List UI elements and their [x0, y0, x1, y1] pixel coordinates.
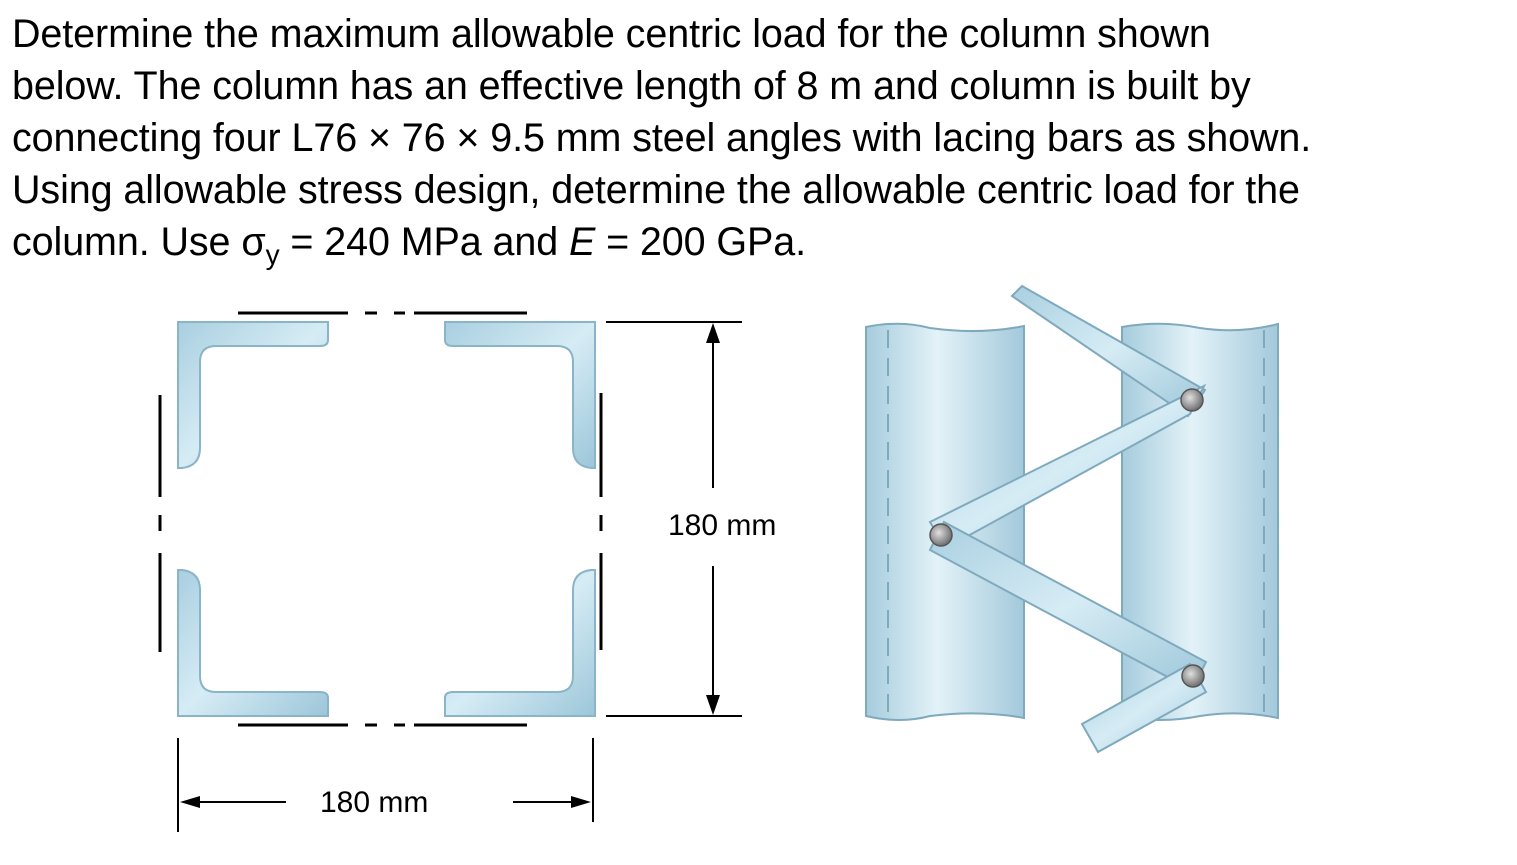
cross-section	[158, 311, 742, 832]
problem-statement: Determine the maximum allowable centric …	[12, 8, 1512, 270]
sigma-subscript: y	[265, 238, 280, 270]
problem-line-3: connecting four L76 × 76 × 9.5 mm steel …	[12, 116, 1312, 160]
line5-mid: = 240 MPa and	[279, 220, 569, 264]
problem-line-2: below. The column has an effective lengt…	[12, 64, 1251, 108]
problem-line-4: Using allowable stress design, determine…	[12, 168, 1300, 212]
angle-bottom-left	[177, 569, 329, 717]
angle-bottom-right	[444, 569, 596, 717]
sigma-symbol: σ	[241, 220, 266, 264]
angle-top-right	[444, 321, 596, 469]
height-dimension-label: 180 mm	[668, 509, 777, 542]
modulus-symbol: E	[568, 220, 596, 264]
line5-suffix: = 200 GPa.	[595, 220, 807, 264]
width-dimension-label: 180 mm	[320, 786, 429, 819]
column-elevation	[865, 284, 1279, 754]
problem-line-5: column. Use σy = 240 MPa and E = 200 GPa…	[12, 216, 1512, 270]
line5-prefix: column. Use	[12, 220, 242, 264]
problem-line-1: Determine the maximum allowable centric …	[12, 12, 1211, 56]
angle-top-left	[177, 321, 329, 469]
